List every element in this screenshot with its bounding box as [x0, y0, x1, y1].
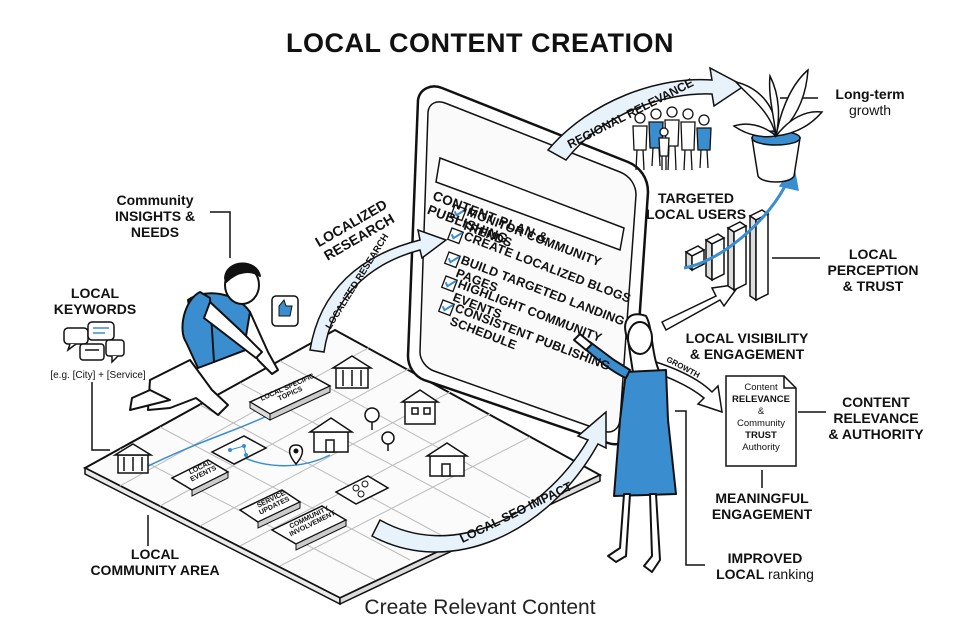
localized-research-arrow [309, 228, 448, 353]
tile-service-updates [238, 489, 302, 529]
local-seo-impact-arrow [371, 410, 607, 553]
tablet-heading-frame [435, 156, 625, 252]
tile-community-involvement [270, 505, 348, 551]
local-visibility-label: LOCAL VISIBILITY & ENGAGEMENT [685, 330, 809, 362]
presenting-woman-figure [573, 313, 677, 573]
kneeling-man-figure [129, 262, 279, 416]
content-relevance-authority-label: CONTENT RELEVANCE & AUTHORITY [828, 394, 924, 442]
house-icon [424, 442, 470, 477]
local-keywords-label: LOCAL KEYWORDS [53, 285, 137, 317]
improved-local-ranking-label: IMPROVED LOCAL ranking [716, 550, 814, 582]
speech-bubbles-icon [63, 321, 125, 364]
growth-arrow [653, 361, 723, 414]
thumbs-up-card-icon [271, 295, 299, 327]
community-insights-label: Community INSIGHTS & NEEDS [114, 192, 196, 240]
footer-caption: Create Relevant Content [364, 596, 596, 619]
location-pin-icon [288, 444, 304, 466]
tile-local-specific-topics [248, 374, 332, 421]
local-users-group-icon [632, 106, 712, 171]
town-hall-icon [330, 355, 374, 389]
regional-relevance-arrow [546, 66, 746, 161]
visibility-arrow [660, 283, 742, 332]
authority-document-icon [725, 375, 797, 467]
local-community-area-label: LOCAL COMMUNITY AREA [90, 546, 220, 578]
house-icon [399, 389, 441, 425]
meaningful-engagement-label: MEANINGFUL ENGAGEMENT [711, 490, 813, 522]
tile-people-group [334, 475, 390, 505]
keyword-example-label: [e.g. [City] + [Service] [50, 370, 146, 381]
tree-icon [364, 407, 395, 451]
bank-building-icon [112, 443, 154, 474]
page-title: LOCAL CONTENT CREATION [286, 28, 674, 58]
document-text: Content RELEVANCE & Community TRUST Auth… [732, 382, 790, 453]
local-perception-trust-label: LOCAL PERCEPTION & TRUST [827, 246, 919, 294]
targeted-local-users-label: TARGETED LOCAL USERS [645, 190, 747, 222]
connector-lines [91, 97, 826, 566]
plant-pot-icon [732, 68, 824, 183]
house-icon [307, 417, 355, 453]
checkbox-icons [437, 204, 468, 317]
tile-network [210, 435, 268, 465]
tile-local-events [170, 459, 230, 497]
growth-bar-chart-icon [683, 166, 799, 302]
long-term-growth-label: Long-term growth [835, 86, 905, 118]
